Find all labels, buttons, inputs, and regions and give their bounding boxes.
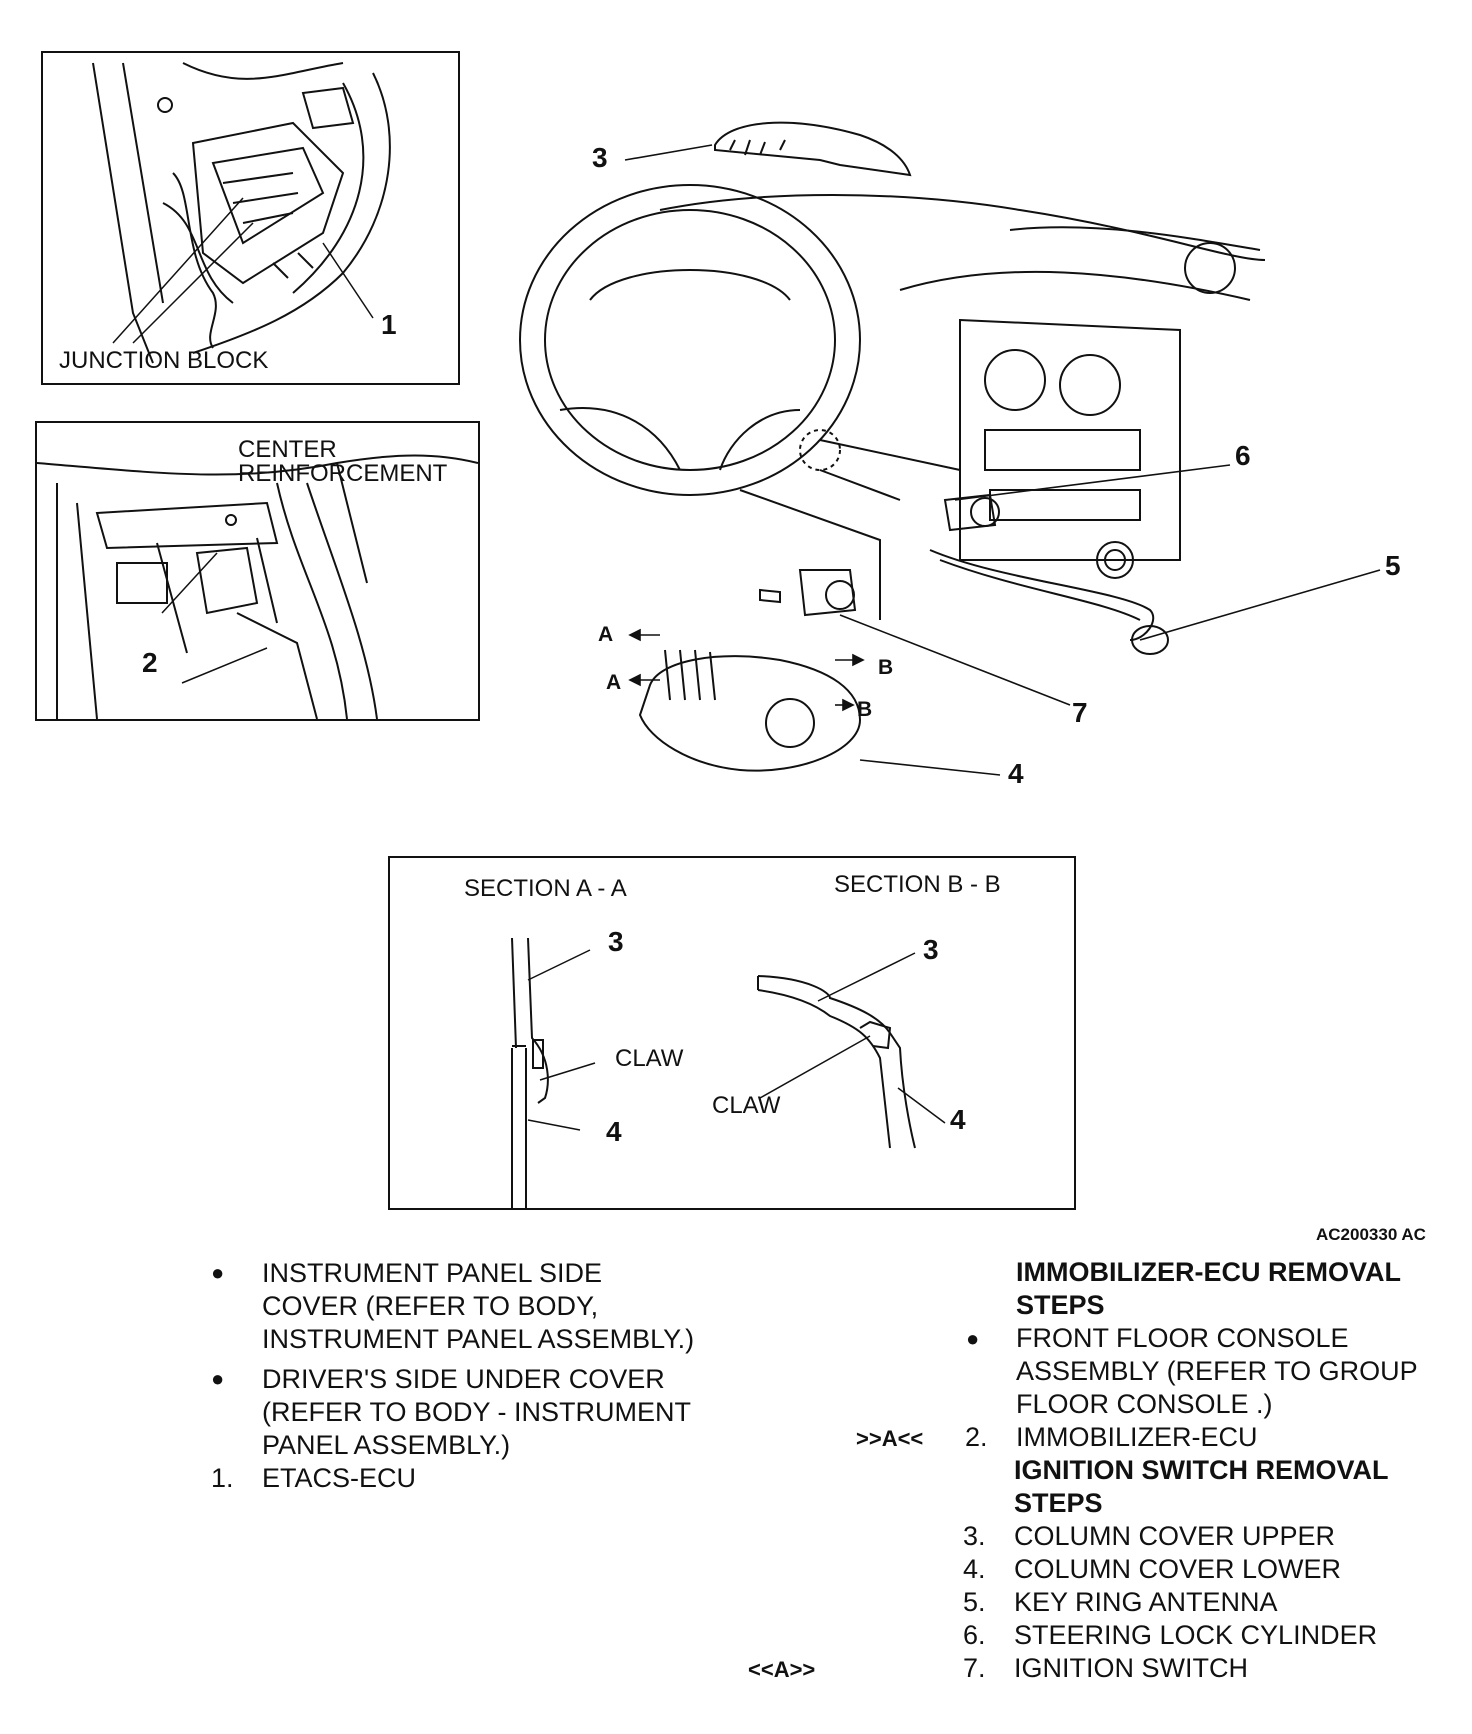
arrow-label-a-bottom: A — [606, 671, 622, 694]
right-item6-number: 6. — [963, 1620, 986, 1650]
right-item3-text: COLUMN COVER UPPER — [1014, 1521, 1336, 1551]
right-heading1-line2: STEPS — [1016, 1290, 1105, 1320]
center-reinforcement-illustration — [37, 454, 478, 719]
right-heading1-line1: IMMOBILIZER-ECU REMOVAL — [1016, 1257, 1401, 1287]
callout-6: 6 — [1235, 440, 1251, 471]
section-aa-callout-3: 3 — [608, 926, 624, 957]
callout-2: 2 — [142, 647, 158, 678]
right-bullet-1: ● — [966, 1326, 980, 1351]
section-illustration — [511, 937, 946, 1208]
section-aa-title: SECTION A - A — [464, 875, 627, 902]
callout-7: 7 — [1072, 697, 1088, 728]
arrow-label-b-top: B — [878, 656, 894, 679]
callout-3: 3 — [592, 142, 608, 173]
right-item4-text: COLUMN COVER LOWER — [1014, 1554, 1342, 1584]
right-item3-number: 3. — [963, 1521, 986, 1551]
right-item2-number: 2. — [965, 1422, 988, 1452]
left-item2-line1: DRIVER'S SIDE UNDER COVER — [262, 1364, 665, 1394]
right-item5-text: KEY RING ANTENNA — [1014, 1587, 1278, 1617]
junction-block-label: JUNCTION BLOCK — [59, 347, 269, 374]
section-aa-claw: CLAW — [615, 1045, 684, 1072]
section-aa-callout-4: 4 — [606, 1116, 622, 1147]
center-label-line1: CENTER — [238, 436, 337, 463]
right-item2-text: IMMOBILIZER-ECU — [1016, 1422, 1258, 1452]
main-exploded-diagram — [519, 121, 1381, 776]
right-heading2-line2: STEPS — [1014, 1488, 1103, 1518]
right-item1-line2: ASSEMBLY (REFER TO GROUP — [1016, 1356, 1418, 1386]
section-detail-box: SECTION A - A SECTION B - B 3 CLAW 4 3 C… — [388, 856, 1076, 1210]
left-item3-number: 1. — [211, 1463, 234, 1493]
center-reinforcement-inset: CENTER REINFORCEMENT 2 — [35, 421, 480, 721]
center-label-line2: REINFORCEMENT — [238, 460, 448, 487]
left-bullet-1: ● — [211, 1260, 225, 1285]
section-bb-title: SECTION B - B — [834, 871, 1001, 898]
figure-code: AC200330 AC — [1316, 1225, 1426, 1244]
left-bullet-2: ● — [211, 1366, 225, 1391]
arrow-label-b-bottom: B — [857, 698, 873, 721]
junction-block-inset: 1 JUNCTION BLOCK — [41, 51, 460, 385]
right-item1-line3: FLOOR CONSOLE .) — [1016, 1389, 1273, 1419]
left-item1-line2: COVER (REFER TO BODY, — [262, 1291, 599, 1321]
arrow-label-a-top: A — [598, 623, 614, 646]
callout-1: 1 — [381, 309, 397, 340]
right-item6-text: STEERING LOCK CYLINDER — [1014, 1620, 1378, 1650]
left-item1-line3: INSTRUMENT PANEL ASSEMBLY.) — [262, 1324, 695, 1354]
right-item7-text: IGNITION SWITCH — [1014, 1653, 1248, 1683]
right-item7-number: 7. — [963, 1653, 986, 1683]
right-heading2-line1: IGNITION SWITCH REMOVAL — [1014, 1455, 1389, 1485]
junction-block-illustration — [92, 62, 391, 364]
install-marker-a: >>A<< — [856, 1426, 924, 1451]
right-item4-number: 4. — [963, 1554, 986, 1584]
left-item3-text: ETACS-ECU — [262, 1463, 417, 1493]
left-item1-line1: INSTRUMENT PANEL SIDE — [262, 1258, 603, 1288]
callout-4: 4 — [1008, 758, 1024, 789]
section-bb-claw: CLAW — [712, 1092, 781, 1119]
section-bb-callout-4: 4 — [950, 1104, 966, 1135]
right-item5-number: 5. — [963, 1587, 986, 1617]
section-bb-callout-3: 3 — [923, 934, 939, 965]
callout-5: 5 — [1385, 550, 1401, 581]
left-item2-line2: (REFER TO BODY - INSTRUMENT — [262, 1397, 692, 1427]
left-item2-line3: PANEL ASSEMBLY.) — [262, 1430, 511, 1460]
right-item1-line1: FRONT FLOOR CONSOLE — [1016, 1323, 1349, 1353]
removal-marker-a: <<A>> — [748, 1657, 816, 1682]
